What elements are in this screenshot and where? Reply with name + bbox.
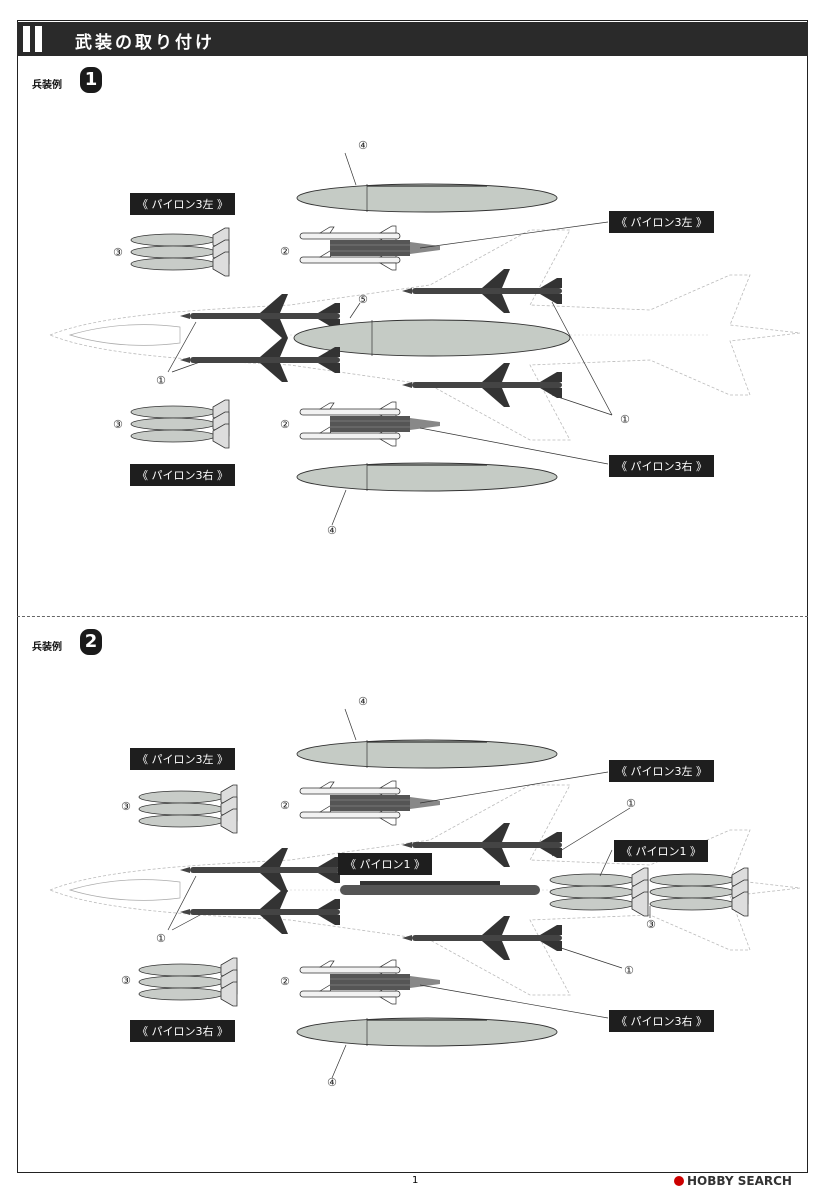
pylon-tag: 《 パイロン3右 》	[130, 464, 235, 486]
missile-rack	[300, 402, 440, 446]
part-number: ③	[121, 974, 131, 987]
part-number: ①	[626, 797, 636, 810]
pylon-tag: 《 パイロン3右 》	[609, 455, 714, 477]
part-number: ③	[113, 418, 123, 431]
section-header: 武装の取り付け	[17, 22, 808, 56]
page-frame	[17, 20, 808, 1173]
brand-name: HOBBY SEARCH	[687, 1174, 792, 1188]
missile-rack	[300, 226, 440, 270]
part-number: ⑤	[358, 293, 368, 306]
fuel-tank	[296, 183, 558, 213]
pylon-tag: 《 パイロン3右 》	[609, 1010, 714, 1032]
part-number: ④	[358, 139, 368, 152]
section-divider	[17, 616, 808, 617]
part-number: ④	[327, 1076, 337, 1089]
fuel-tank	[296, 739, 558, 769]
missile	[180, 890, 340, 934]
part-number: ②	[280, 418, 290, 431]
pylon-tag: 《 パイロン3左 》	[130, 748, 235, 770]
logo-mark	[674, 1176, 684, 1186]
part-number: ③	[121, 800, 131, 813]
header-bar-mark	[35, 26, 42, 52]
example-number-badge: 2	[80, 629, 102, 655]
missile-rack	[300, 781, 440, 825]
missile	[402, 363, 562, 407]
fuel-tank	[296, 1017, 558, 1047]
missile	[402, 269, 562, 313]
example-label: 兵装例	[32, 80, 62, 91]
part-number: ①	[156, 932, 166, 945]
pylon-tag: 《 パイロン1 》	[338, 853, 432, 875]
section-title: 武装の取り付け	[75, 33, 215, 53]
pylon-tag: 《 パイロン3左 》	[609, 211, 714, 233]
pylon-tag: 《 パイロン3右 》	[130, 1020, 235, 1042]
page-number: 1	[412, 1175, 419, 1186]
fuel-tank	[296, 462, 558, 492]
part-number: ②	[280, 799, 290, 812]
part-number: ②	[280, 975, 290, 988]
missile	[180, 848, 340, 892]
example-number-badge: 1	[80, 67, 102, 93]
pylon-tag: 《 パイロン3左 》	[609, 760, 714, 782]
part-number: ②	[280, 245, 290, 258]
part-number: ①	[156, 374, 166, 387]
part-number: ④	[327, 524, 337, 537]
missile	[402, 916, 562, 960]
pylon-tag: 《 パイロン1 》	[614, 840, 708, 862]
center-bomb-rack	[340, 881, 540, 895]
header-bar-mark	[23, 26, 30, 52]
part-number: ③	[646, 918, 656, 931]
part-number: ④	[358, 695, 368, 708]
missile-rack	[300, 960, 440, 1004]
part-number: ③	[113, 246, 123, 259]
part-number: ①	[624, 964, 634, 977]
pylon-tag: 《 パイロン3左 》	[130, 193, 235, 215]
example-label: 兵装例	[32, 642, 62, 653]
part-number: ①	[620, 413, 630, 426]
center-fuel-tank	[293, 319, 571, 357]
watermark-logo: HOBBY SEARCH	[674, 1174, 792, 1188]
